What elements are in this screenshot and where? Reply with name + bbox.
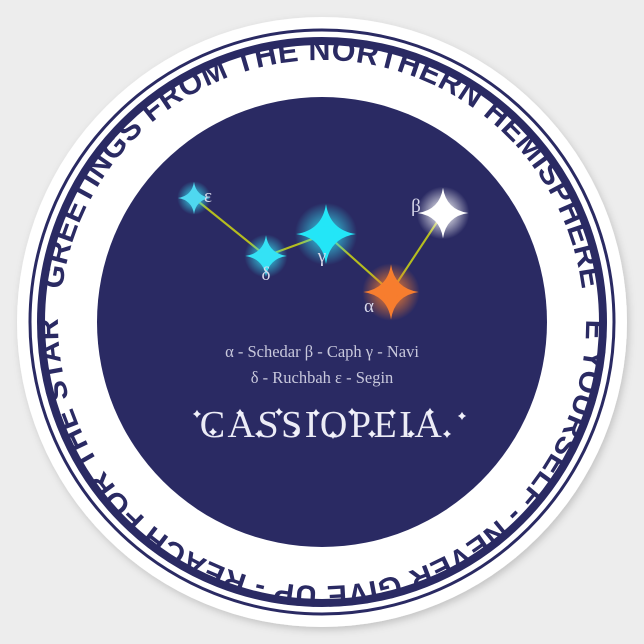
star-label-beta: β: [411, 196, 421, 217]
inner-navy-circle: [97, 97, 547, 547]
title-sparkle-icon: [406, 429, 416, 439]
title-sparkle-icon: [367, 429, 377, 439]
title-sparkle-icon: [254, 429, 264, 439]
star-beta: [416, 186, 470, 240]
title-sparkle-icon: [387, 408, 397, 418]
svg-text:CASSIOPEIA: CASSIOPEIA: [200, 404, 445, 446]
legend-line-2: δ - Ruchbah ε - Segin: [251, 368, 394, 387]
title-sparkle-icon: [208, 427, 218, 437]
inner-navy-ring: [37, 37, 607, 607]
star-label-delta: δ: [262, 264, 271, 285]
star-epsilon: [177, 181, 211, 215]
star-gamma: [294, 202, 358, 266]
title-sparkle-icon: [442, 429, 452, 439]
title-sparkle-icon: [291, 428, 301, 438]
outer-navy-ring: [28, 28, 616, 616]
star-alpha: [362, 263, 420, 321]
star-label-epsilon: ε: [204, 186, 212, 207]
constellation-title: CASSIOPEIA: [192, 404, 467, 446]
title-sparkle-icon: [425, 407, 435, 417]
title-sparkle-icon: [192, 409, 202, 419]
legend-line-1: α - Schedar β - Caph γ - Navi: [225, 342, 419, 361]
title-sparkle-icon: [347, 407, 357, 417]
title-sparkle-icon: [274, 407, 284, 417]
star-label-alpha: α: [364, 296, 374, 317]
star-label-gamma: γ: [317, 246, 326, 267]
title-sparkle-icon: [311, 408, 321, 418]
title-sparkle-icon: [235, 408, 245, 418]
title-sparkle-icon: [457, 411, 467, 421]
title-sparkle-icon: [328, 430, 338, 440]
constellation-cassiopeia: ε δ γ α β: [177, 181, 470, 321]
star-delta: [244, 234, 288, 278]
